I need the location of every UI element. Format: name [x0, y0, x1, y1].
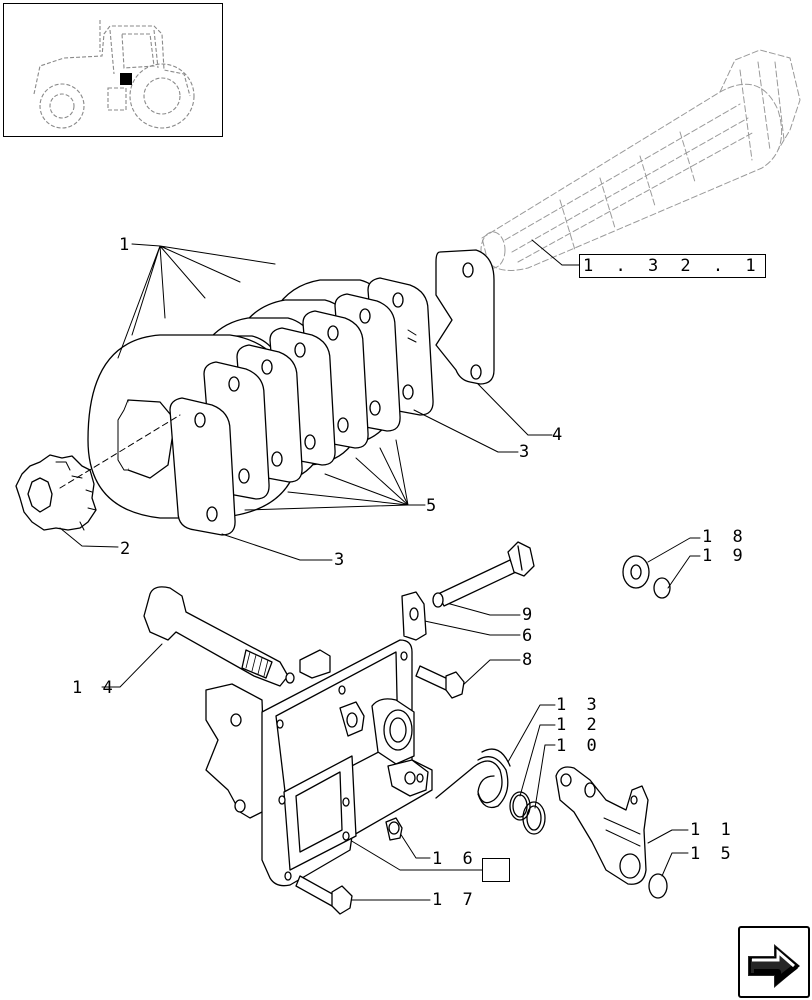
label-9: 9 — [522, 605, 538, 625]
label-17: 1 7 — [432, 890, 478, 910]
reference-square — [482, 858, 510, 882]
separator-plates — [169, 249, 495, 536]
label-16: 1 6 — [432, 849, 478, 869]
washer-18 — [622, 555, 650, 589]
label-14: 1 4 — [72, 678, 118, 698]
tractor-location-icon — [33, 20, 195, 129]
screw-8 — [404, 655, 465, 699]
circlip-19 — [653, 577, 671, 599]
label-6: 6 — [522, 626, 538, 646]
splined-shaft — [480, 49, 801, 271]
seal-ring-10 — [522, 801, 546, 835]
next-page-arrow-icon — [748, 944, 800, 988]
rings — [509, 555, 671, 899]
label-11: 1 1 — [690, 820, 736, 840]
label-5: 5 — [426, 496, 442, 516]
cover-housing — [205, 639, 433, 887]
label-1: 1 — [119, 235, 135, 255]
next-page-button[interactable] — [738, 926, 810, 998]
screw-17 — [295, 875, 353, 915]
gasket — [401, 591, 427, 641]
label-18: 1 8 — [702, 527, 748, 547]
lever-shaft — [143, 586, 295, 687]
seal-ring-12 — [509, 791, 531, 821]
location-marker-icon — [120, 73, 132, 85]
label-4: 4 — [552, 425, 568, 445]
torsion-spring — [435, 748, 511, 809]
label-2: 2 — [120, 539, 136, 559]
label-8: 8 — [522, 650, 538, 670]
drive-gear — [15, 454, 97, 531]
label-12: 1 2 — [556, 715, 602, 735]
label-15: 1 5 — [690, 844, 736, 864]
tractor-location-thumbnail — [3, 3, 223, 137]
plug — [385, 817, 403, 841]
label-3-upper: 3 — [519, 442, 535, 462]
label-13: 1 3 — [556, 695, 602, 715]
label-19: 1 9 — [702, 546, 748, 566]
cross-reference-box[interactable]: 1 . 3 2 . 1 — [579, 254, 766, 278]
label-10: 1 0 — [556, 736, 602, 756]
long-bolt — [432, 541, 535, 608]
separator-plate-front — [169, 397, 236, 536]
operating-lever — [555, 766, 649, 885]
centre-line — [59, 414, 181, 489]
circlip-15 — [648, 873, 668, 899]
label-3-lower: 3 — [334, 550, 350, 570]
pressure-plate — [407, 249, 495, 385]
